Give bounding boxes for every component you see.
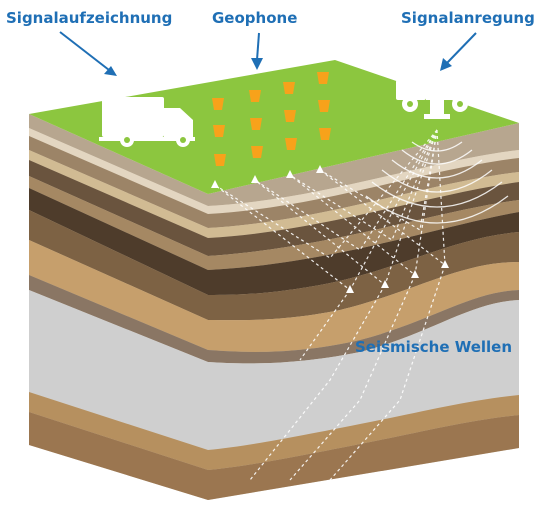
geophone-array [212,72,331,166]
recording-label: Signalaufzeichnung [6,9,173,27]
geophone-icon [284,110,296,122]
recording-truck-icon [99,89,195,147]
geophone-icon [318,100,330,112]
geophone-icon [250,118,262,130]
geophone-icon [251,146,263,158]
label-arrows [59,31,477,76]
geophone-icon [249,90,261,102]
front-face-strata [29,114,208,500]
ray-arrowheads [211,165,449,293]
geophone-icon [283,82,295,94]
geophone-icon [213,125,225,137]
geophones-label: Geophone [212,9,298,27]
vibrator-truck-icon [396,80,470,119]
geophone-icon [212,98,224,110]
geophone-icon [285,138,297,150]
geophone-icon [317,72,329,84]
excitation-label: Signalanregung [401,9,535,27]
geophone-icon [319,128,331,140]
seismic-waves-label: Seismische Wellen [355,338,513,356]
geophone-icon [214,154,226,166]
